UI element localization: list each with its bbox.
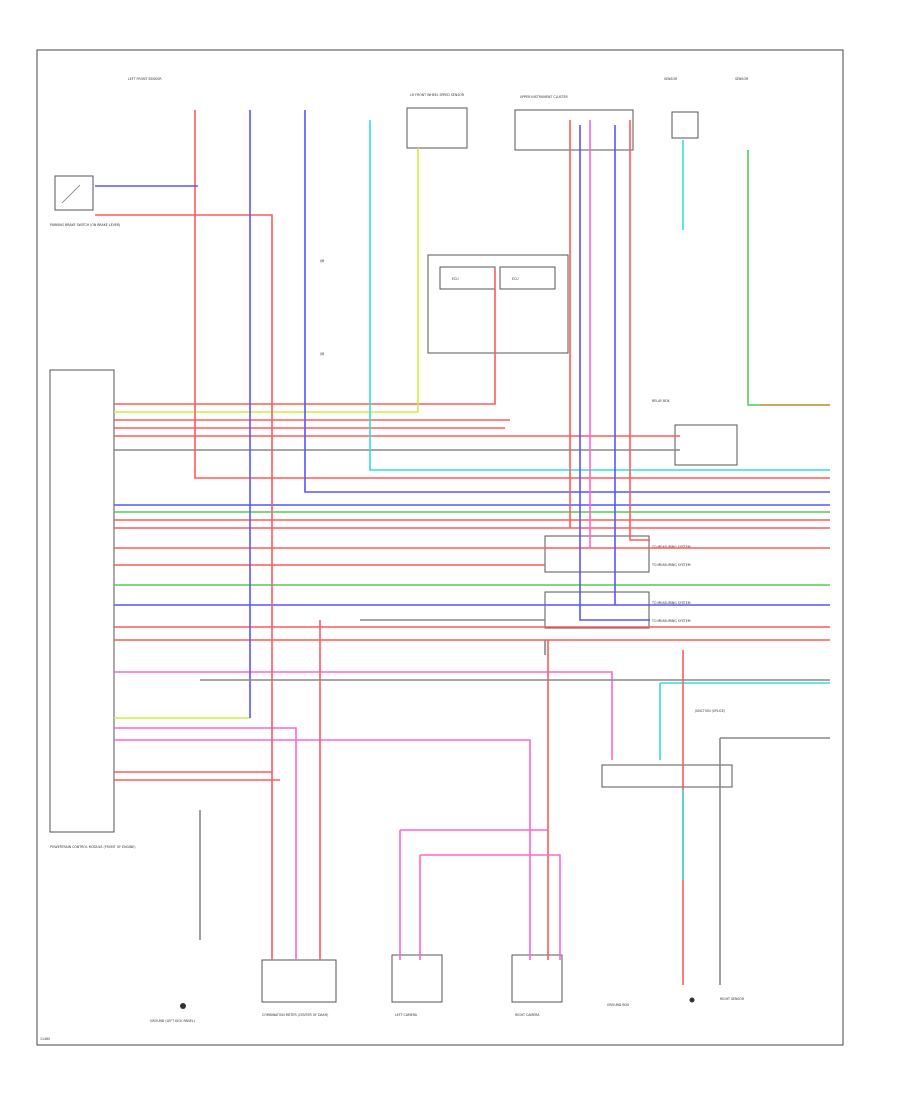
ground-point <box>180 1003 186 1009</box>
wire-red-26 <box>95 214 273 772</box>
wire-red-0 <box>114 270 496 405</box>
rh-sensor-a-box <box>671 111 699 139</box>
wire-green-40 <box>747 150 830 406</box>
ground-box-point <box>689 997 695 1003</box>
sys-box-upper <box>544 535 650 573</box>
wire-red-23 <box>114 771 273 960</box>
rh-sensor-b-label: SENSOR <box>735 77 749 81</box>
brake-switch-contact <box>61 184 81 204</box>
left-camera-label: LEFT CAMERA <box>395 1013 418 1017</box>
upper-cluster-label: UPPER INSTRUMENT CLUSTER <box>520 95 569 99</box>
ecu-box-a-label: ECU <box>452 277 459 281</box>
wire-pink-19 <box>114 671 613 760</box>
left-camera-box <box>391 954 443 1003</box>
wire-pink-21 <box>114 727 297 960</box>
wire-group <box>95 110 830 985</box>
combination-meter-box <box>261 959 337 1003</box>
ecu-box-b <box>499 266 556 290</box>
splice-box <box>601 764 733 788</box>
ground-point-label: GROUND (LEFT KICK PANEL) <box>150 1019 195 1023</box>
splice-label: JUNCTION (SPLICE) <box>694 709 725 713</box>
lh-sensor-box <box>406 107 468 149</box>
right-camera-box <box>511 954 563 1003</box>
combination-meter-label: COMBINATION METER (CENTER OF DASH) <box>262 1013 328 1017</box>
wire-pink-22 <box>114 739 531 960</box>
diagram-frame <box>36 49 844 1046</box>
wire-blue-35 <box>579 125 650 621</box>
brake-switch-box <box>54 175 94 211</box>
lf-sensor-label: LEFT FRONT SENSOR <box>128 77 162 81</box>
wire-pink-32 <box>420 854 561 960</box>
ecu-box-b-label: ECU <box>512 277 519 281</box>
relay-box <box>674 424 738 466</box>
rh-sensor-a-label: SENSOR <box>664 77 678 81</box>
ecu-central-box <box>427 254 569 354</box>
brake-switch-label: PARKING BRAKE SWITCH (ON BRAKE LEVER) <box>50 223 120 227</box>
right-camera-label: RIGHT CAMERA <box>515 1013 540 1017</box>
right-bottom-sensor-label: RIGHT SENSOR <box>720 997 745 1001</box>
wire-yellow_green-1 <box>114 148 419 413</box>
wire-red-38 <box>629 120 650 541</box>
wire-blue-8 <box>304 110 830 493</box>
sys1-label: TO MEASURING SYSTEM <box>651 545 691 549</box>
wire-red-7 <box>194 110 830 479</box>
relay-box-label: RELAY BOX <box>652 399 670 403</box>
sys3-label: TO MEASURING SYSTEM <box>651 601 691 605</box>
upper-cluster-box <box>514 109 634 151</box>
sys-box-lower <box>544 591 650 629</box>
ground-box-label: GROUND BOX <box>607 1003 630 1007</box>
pcm-module-box <box>49 369 115 833</box>
sys2-label: TO MEASURING SYSTEM <box>651 563 691 567</box>
footer-code: 11460 <box>40 1037 50 1041</box>
wire-cyan-6 <box>369 120 830 471</box>
sys4-label: TO MEASURING SYSTEM <box>651 619 691 623</box>
jb-top-label: J/B <box>319 259 324 263</box>
ecu-box-a <box>439 266 496 290</box>
lh-sensor-label: LH FRONT WHEEL SPEED SENSOR <box>410 93 465 97</box>
pcm-module-label: POWERTRAIN CONTROL MODULE (FRONT OF ENGI… <box>50 845 136 849</box>
jb-mid-label: J/B <box>319 352 324 356</box>
